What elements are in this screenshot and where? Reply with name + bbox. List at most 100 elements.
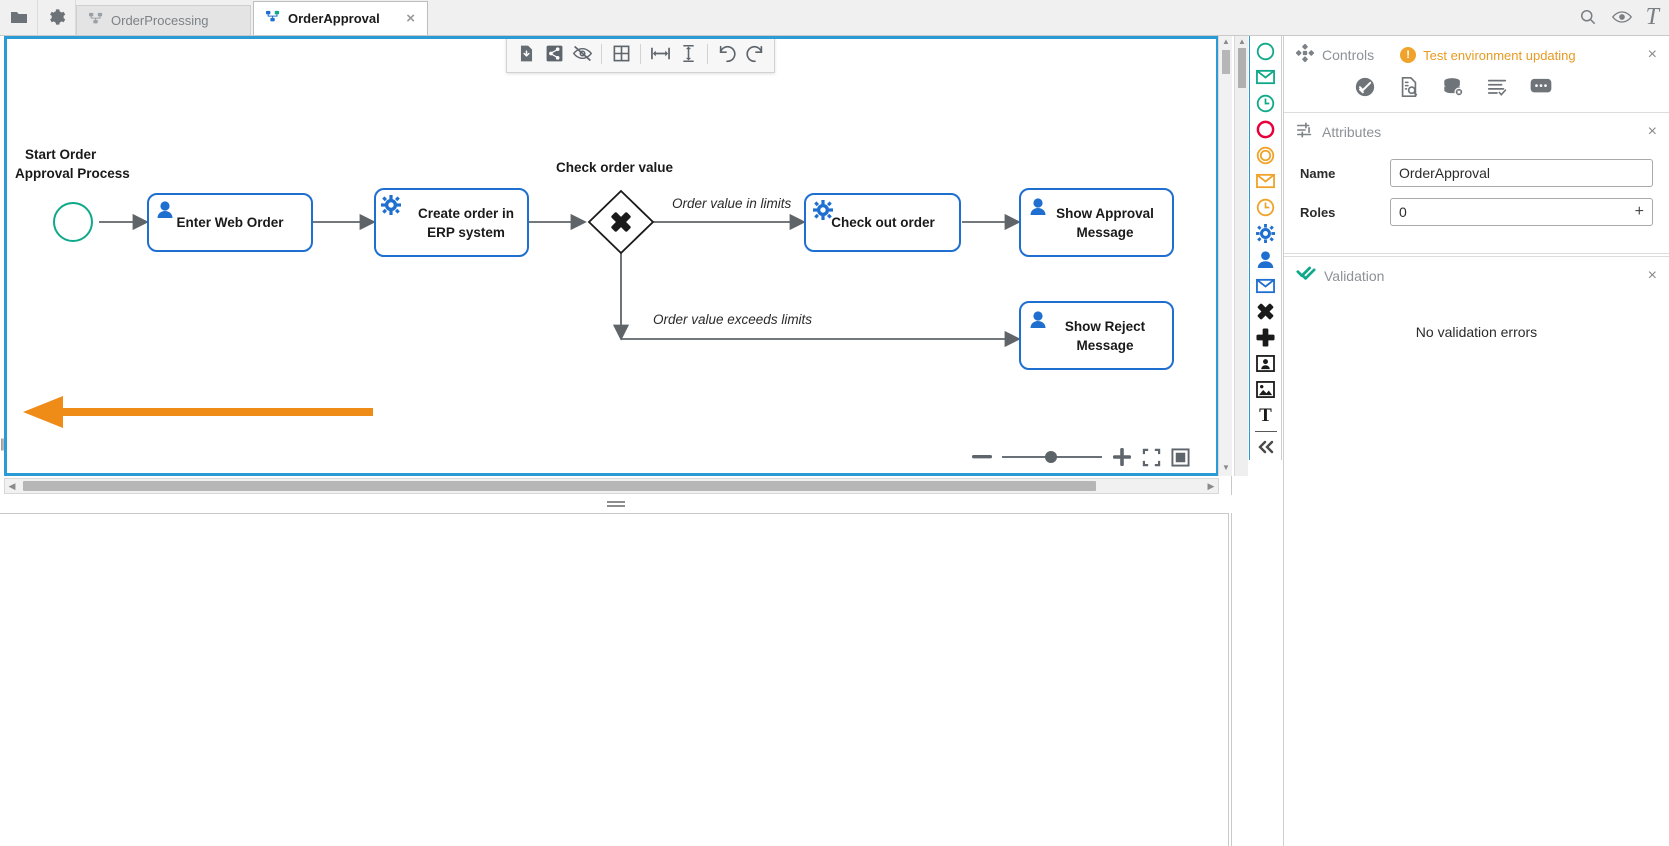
gateway-check-order-value[interactable] [587,189,655,255]
user-task-icon[interactable] [1252,247,1280,273]
pool-icon[interactable] [1252,351,1280,377]
redo-icon[interactable] [742,39,768,69]
process-icon [266,10,280,27]
close-icon[interactable]: × [406,10,415,27]
vertical-scroll-thumb[interactable] [1222,50,1230,74]
top-toolbar: OrderProcessing OrderApproval × [0,0,1669,36]
task-label-show-approval-1: Show Approval [1056,206,1154,221]
zoom-slider-knob[interactable] [1045,451,1057,463]
environment-warning-text: Test environment updating [1423,47,1576,63]
intermediate-event-icon[interactable] [1252,142,1280,168]
attribute-row-name: Name OrderApproval [1300,159,1653,187]
hide-eye-icon[interactable] [569,39,595,69]
flow-label-in-limits: Order value in limits [672,196,792,211]
task-label-create-order-2: ERP system [427,225,505,240]
start-event-node[interactable] [53,202,93,242]
palette-scrollbar[interactable]: ▲ [1234,36,1248,476]
name-input[interactable]: OrderApproval [1390,159,1653,187]
task-label-show-approval-2: Message [1076,225,1134,240]
flow-label-exceeds-limits: Order value exceeds limits [653,312,812,327]
list-check-icon[interactable] [1486,76,1508,98]
task-check-out-order[interactable] [804,193,961,252]
process-icon [89,12,103,29]
task-show-approval-message[interactable] [1019,188,1174,257]
task-label-check-out-order: Check out order [831,215,935,230]
end-event-icon[interactable] [1252,116,1280,142]
text-icon[interactable]: T [1259,405,1272,427]
more-actions-icon[interactable] [1530,78,1552,96]
task-show-reject-message[interactable] [1019,301,1174,370]
zoom-slider[interactable] [1002,450,1102,464]
tab-orderapproval[interactable]: OrderApproval × [253,1,428,35]
lower-pane [0,513,1229,846]
roles-input[interactable]: 0 + [1390,198,1653,226]
document-search-icon[interactable] [1398,76,1420,98]
canvas-vertical-scrollbar[interactable]: ▲ ▼ [1218,36,1232,476]
align-horizontal-icon[interactable] [647,39,673,69]
grid-icon[interactable] [608,39,634,69]
database-remove-icon[interactable] [1442,76,1464,98]
palette-separator [1254,430,1277,432]
validation-header: Validation × [1284,256,1669,294]
scroll-down-arrow[interactable]: ▼ [1222,463,1230,472]
diagram-toolbar [506,39,775,73]
tab-label: OrderApproval [288,11,380,26]
orange-pointer-arrow [23,396,373,428]
actual-size-button[interactable] [1171,447,1190,467]
controls-actions [1284,74,1669,112]
send-task-icon[interactable] [1252,273,1280,299]
zoom-out-button[interactable] [972,453,992,461]
diagram-canvas[interactable]: Start Order Approval Process Enter Web O… [4,36,1219,476]
scroll-left-arrow[interactable]: ◀ [8,480,16,491]
save-download-icon[interactable] [513,39,539,69]
scroll-up-arrow[interactable]: ▲ [1222,37,1230,46]
tab-orderprocessing[interactable]: OrderProcessing [76,5,251,35]
text-format-icon[interactable]: T [1645,4,1659,30]
task-label-create-order-1: Create order in [418,206,514,221]
task-create-order-erp[interactable] [374,188,529,257]
timer-intermediate-event-icon[interactable] [1252,194,1280,220]
align-vertical-icon[interactable] [675,39,701,69]
pane-splitter[interactable] [0,495,1232,513]
collapse-palette-icon[interactable] [1252,434,1280,460]
horizontal-scroll-thumb[interactable] [23,481,1096,491]
right-panel: Controls ! Test environment updating × [1283,36,1669,846]
validate-icon[interactable] [1354,76,1376,98]
message-start-event-icon[interactable] [1252,64,1280,90]
share-icon[interactable] [541,39,567,69]
fit-to-screen-button[interactable] [1142,448,1161,467]
attributes-body: Name OrderApproval Roles 0 + [1284,151,1669,253]
name-value: OrderApproval [1399,165,1491,181]
search-icon[interactable] [1578,7,1598,27]
editor-area: Start Order Approval Process Enter Web O… [0,36,1232,846]
timer-start-event-icon[interactable] [1252,90,1280,116]
controls-header: Controls ! Test environment updating × [1284,36,1669,74]
palette-scroll-up-arrow[interactable]: ▲ [1238,37,1246,46]
zoom-in-button[interactable] [1112,447,1132,467]
close-icon[interactable]: × [1647,46,1657,63]
add-role-button[interactable]: + [1634,203,1644,220]
tab-label: OrderProcessing [111,13,209,28]
canvas-left-resize-grip[interactable]: || [0,436,5,451]
scroll-right-arrow[interactable]: ▶ [1207,480,1215,491]
eye-icon[interactable] [1611,10,1632,24]
name-label: Name [1300,165,1336,181]
palette-scroll-thumb[interactable] [1238,48,1246,88]
sliders-icon [1296,121,1314,144]
gear-icon[interactable] [38,0,76,35]
canvas-horizontal-scrollbar[interactable]: ◀ ▶ [4,478,1219,494]
message-intermediate-event-icon[interactable] [1252,168,1280,194]
task-enter-web-order[interactable] [147,193,313,252]
undo-icon[interactable] [714,39,740,69]
image-icon[interactable] [1252,377,1280,403]
close-icon[interactable]: × [1647,266,1657,284]
close-icon[interactable]: × [1647,123,1657,140]
splitter-grip[interactable] [607,501,625,507]
parallel-gateway-icon[interactable] [1252,325,1280,351]
attributes-title: Attributes [1322,124,1382,140]
folder-icon[interactable] [0,0,38,35]
service-task-icon[interactable] [1252,220,1280,246]
exclusive-gateway-icon[interactable] [1252,299,1280,325]
start-event-icon[interactable] [1252,38,1280,64]
